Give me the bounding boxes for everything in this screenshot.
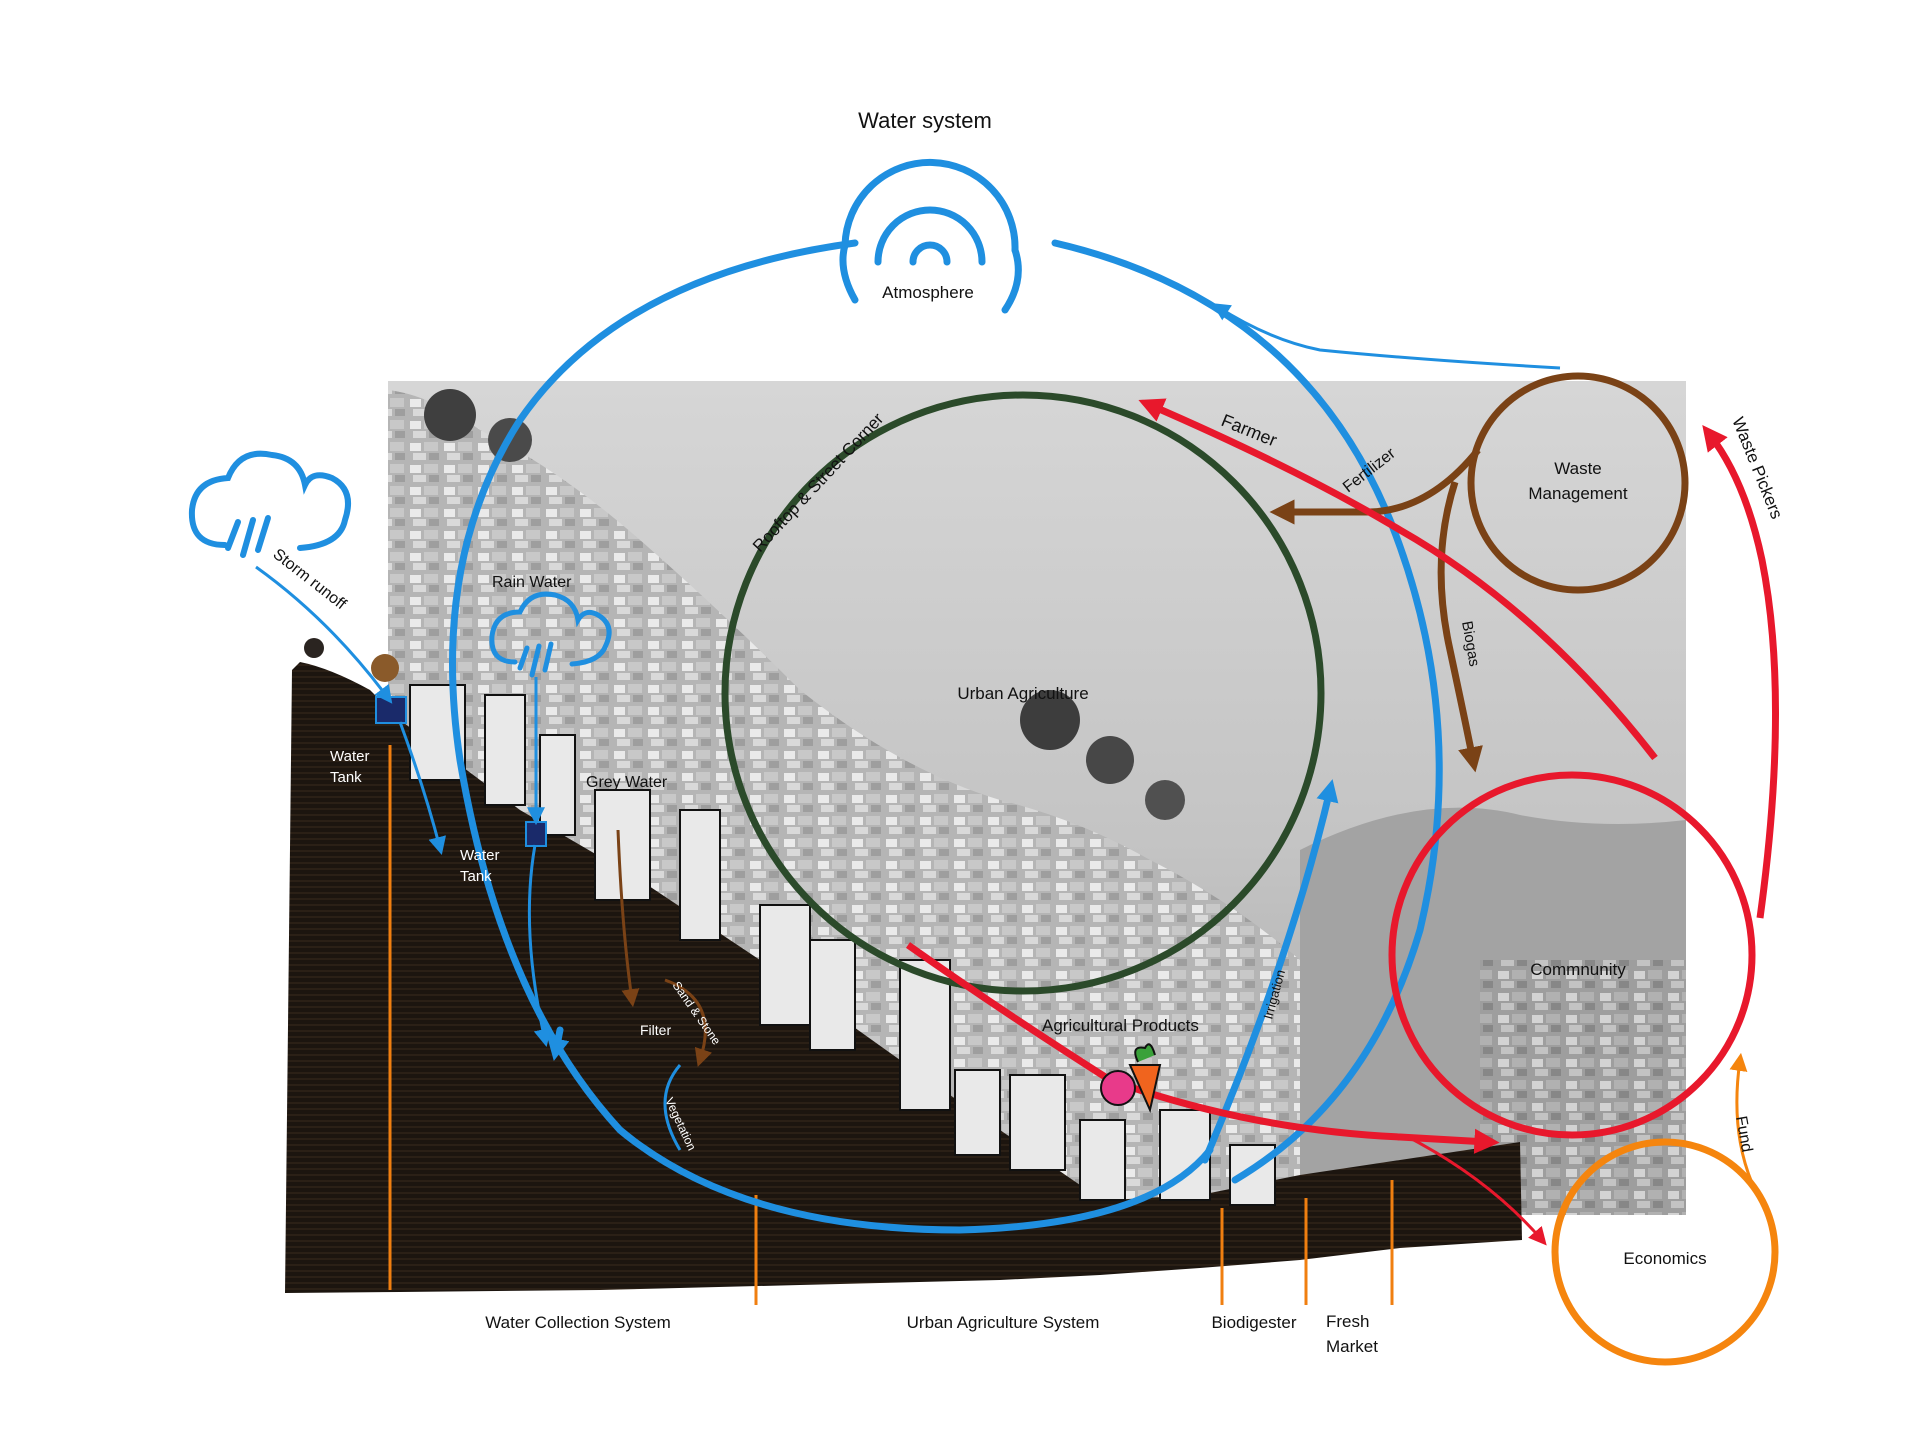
waste-management-label-2: Management xyxy=(1528,484,1628,503)
fresh-market-label-2: Market xyxy=(1326,1337,1378,1356)
fresh-market-label-1: Fresh xyxy=(1326,1312,1369,1331)
grey-water-label: Grey Water xyxy=(586,774,668,791)
water-tank-mid xyxy=(526,822,546,846)
storm-runoff-label: Storm runoff xyxy=(270,546,350,614)
water-tank-label-2a: Water xyxy=(460,847,499,864)
water-collection-system-label: Water Collection System xyxy=(485,1313,670,1332)
rain-cloud-icon xyxy=(192,454,348,555)
water-tank-label-2b: Tank xyxy=(460,868,492,885)
atmosphere-label: Atmosphere xyxy=(882,283,974,302)
urban-agriculture-label: Urban Agriculture xyxy=(957,684,1088,703)
agricultural-products-label: Agricultural Products xyxy=(1042,1016,1199,1035)
diagram-title: Water system xyxy=(858,108,992,133)
water-tank-top xyxy=(376,697,406,723)
economics-label: Economics xyxy=(1623,1249,1706,1268)
filter-label: Filter xyxy=(640,1022,671,1038)
fund-label: Fund xyxy=(1732,1115,1755,1154)
water-tank-label-1a: Water xyxy=(330,748,369,765)
waste-management-label-1: Waste xyxy=(1554,459,1602,478)
water-tank-label-1b: Tank xyxy=(330,769,362,786)
biodigester-label: Biodigester xyxy=(1211,1313,1296,1332)
urban-agriculture-system-label: Urban Agriculture System xyxy=(907,1313,1100,1332)
waste-pickers-label: Waste Pickers xyxy=(1728,414,1786,521)
vapor-return-arrow xyxy=(1218,307,1560,368)
rain-water-label: Rain Water xyxy=(492,574,572,591)
community-label: Commnunity xyxy=(1530,960,1626,979)
